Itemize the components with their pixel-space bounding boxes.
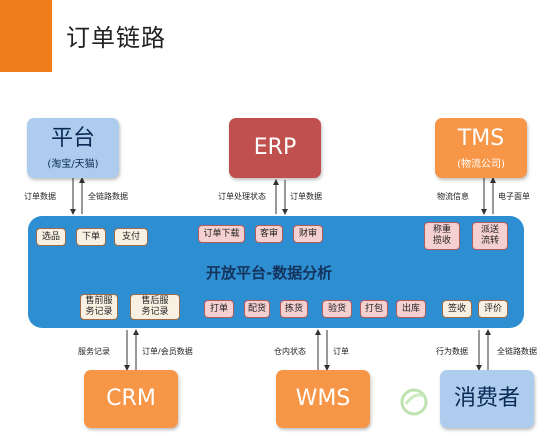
node-weigh: 称重 揽收: [424, 222, 460, 250]
node-pick: 拣货: [280, 300, 308, 318]
erp-system-name: ERP: [253, 135, 297, 160]
title-accent-bar: [0, 0, 52, 72]
node-order-download: 订单下载: [198, 225, 245, 243]
platform-system-box: 平台 (淘宝/天猫): [27, 118, 119, 178]
erp-system-box: ERP: [229, 118, 321, 178]
node-aftersale: 售后服 务记录: [130, 294, 180, 320]
flow-label-consumer-behavior: 行为数据: [436, 347, 468, 356]
node-finance: 财审: [293, 225, 323, 243]
node-sign: 签收: [442, 300, 472, 318]
wms-system-name: WMS: [295, 386, 351, 411]
node-select: 选品: [36, 228, 66, 246]
node-dispatch-label: 派送 流转: [480, 225, 499, 246]
node-pack: 打包: [360, 300, 388, 318]
node-dispatch: 派送 流转: [472, 222, 508, 250]
node-pay: 支付: [114, 228, 148, 246]
platform-system-sub: (淘宝/天猫): [47, 159, 99, 170]
node-allocate: 配货: [244, 300, 270, 318]
consumer-system-name: 消费者: [453, 386, 520, 411]
node-presale-label: 售前服 务记录: [85, 296, 113, 317]
node-outbound: 出库: [396, 300, 426, 318]
flow-label-tms-logistics: 物流信息: [437, 192, 469, 201]
flow-label-platform-order: 订单数据: [24, 192, 56, 201]
flow-label-tms-waybill: 电子面单: [498, 192, 530, 201]
consumer-system-box: 消费者: [440, 370, 534, 428]
node-weigh-label: 称重 揽收: [432, 225, 451, 246]
node-print: 打单: [204, 300, 234, 318]
flow-label-wms-status: 仓内状态: [274, 347, 306, 356]
node-presale: 售前服 务记录: [80, 294, 118, 320]
page-title: 订单链路: [66, 24, 166, 52]
node-inspect: 验货: [322, 300, 352, 318]
flow-label-crm-member: 订单/会员数据: [142, 347, 193, 356]
flow-label-wms-order: 订单: [333, 347, 349, 356]
flow-label-platform-fulllink: 全链路数据: [88, 192, 128, 201]
watermark-logo: [400, 388, 428, 416]
flow-label-erp-status: 订单处理状态: [218, 192, 266, 201]
flow-label-erp-order: 订单数据: [290, 192, 322, 201]
crm-system-box: CRM: [84, 370, 178, 428]
node-order: 下单: [76, 228, 106, 246]
tms-system-box: TMS (物流公司): [435, 118, 527, 178]
crm-system-name: CRM: [106, 386, 156, 411]
platform-system-name: 平台: [50, 126, 95, 151]
tms-system-name: TMS: [457, 126, 505, 151]
flow-label-crm-service: 服务记录: [78, 347, 110, 356]
node-aftersale-label: 售后服 务记录: [141, 296, 169, 317]
wms-system-box: WMS: [276, 370, 370, 428]
node-review: 客审: [255, 225, 283, 243]
flow-label-consumer-fulllink: 全链路数据: [497, 347, 537, 356]
node-rate: 评价: [478, 300, 508, 318]
open-platform-title: 开放平台-数据分析: [206, 264, 333, 282]
tms-system-sub: (物流公司): [457, 159, 505, 170]
